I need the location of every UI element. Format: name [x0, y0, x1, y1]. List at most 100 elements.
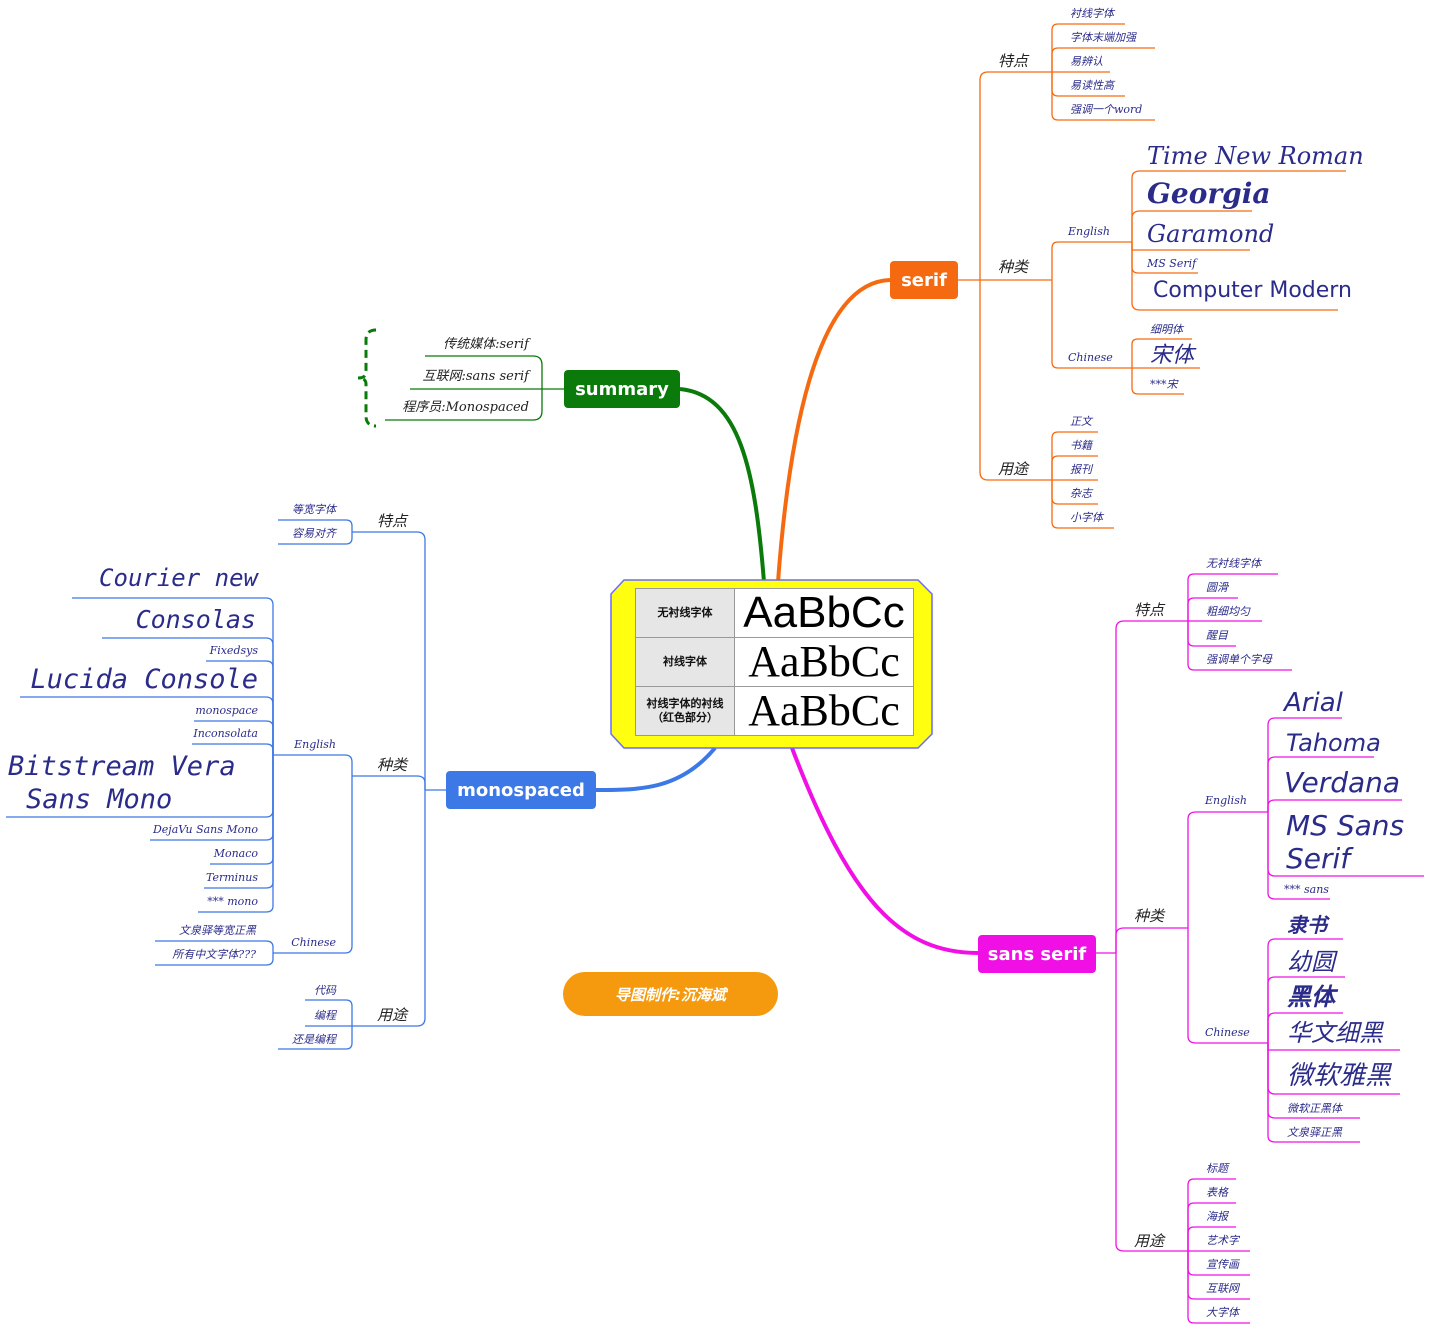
sans-english-label[interactable]: English: [1205, 794, 1247, 807]
sans-english-item[interactable]: *** sans: [1284, 883, 1329, 896]
serif-english-item[interactable]: Georgia: [1147, 177, 1271, 210]
sans-use-item[interactable]: 宣传画: [1206, 1258, 1239, 1271]
serif-english-item[interactable]: Garamond: [1147, 220, 1275, 248]
serif-chinese-item[interactable]: 细明体: [1150, 323, 1183, 336]
mono-english-item[interactable]: Inconsolata: [193, 727, 258, 740]
serif-chinese-item[interactable]: ***宋: [1150, 378, 1178, 391]
sans-feature-item[interactable]: 醒目: [1206, 629, 1228, 642]
summary-item[interactable]: 互联网:sans serif: [422, 369, 529, 384]
mono-english-item[interactable]: Lucida Console: [30, 664, 258, 695]
serif-feature-item[interactable]: 易读性高: [1070, 79, 1114, 92]
serif-node[interactable]: serif: [890, 261, 958, 299]
serif-use-item[interactable]: 杂志: [1070, 487, 1092, 500]
sans-chinese-item[interactable]: 隶书: [1287, 913, 1327, 937]
serif-chinese-label[interactable]: Chinese: [1068, 351, 1113, 364]
serif-chinese-item[interactable]: 宋体: [1150, 343, 1195, 368]
serif-features-label[interactable]: 特点: [998, 52, 1029, 70]
mono-english-label[interactable]: English: [294, 738, 336, 751]
sans-english-item[interactable]: Arial: [1284, 688, 1343, 718]
link-center-mono: [595, 746, 717, 792]
link-center-sans: [790, 747, 979, 955]
mono-use-item[interactable]: 编程: [314, 1009, 336, 1022]
sans-use-item[interactable]: 标题: [1206, 1162, 1228, 1175]
sans-feature-item[interactable]: 圆滑: [1206, 581, 1228, 594]
mono-english-item[interactable]: Courier new: [99, 564, 258, 592]
serif-feature-item[interactable]: 易辨认: [1070, 55, 1103, 68]
link-center-serif: [776, 278, 891, 583]
sans-serif-node[interactable]: sans serif: [978, 935, 1096, 973]
row-label: 无衬线字体: [635, 588, 735, 638]
sans-english-item[interactable]: Tahoma: [1286, 729, 1381, 757]
serif-use-item[interactable]: 报刊: [1070, 463, 1092, 476]
table-row: 衬线字体 AaBbCc: [635, 637, 914, 687]
mono-english-item[interactable]: Terminus: [205, 871, 258, 884]
sans-chinese-item[interactable]: 幼圆: [1287, 948, 1335, 976]
sans-english-item[interactable]: Serif: [1286, 842, 1351, 875]
mono-feature-item[interactable]: 容易对齐: [292, 527, 336, 540]
sans-chinese-item[interactable]: 黑体: [1287, 983, 1335, 1011]
mono-chinese-item[interactable]: 文泉驿等宽正黑: [179, 924, 256, 937]
sans-feature-item[interactable]: 无衬线字体: [1206, 557, 1261, 570]
mono-english-item[interactable]: *** mono: [207, 895, 258, 908]
mono-chinese-label[interactable]: Chinese: [291, 936, 336, 949]
serif-feature-item[interactable]: 字体末端加强: [1070, 31, 1136, 44]
mono-english-item[interactable]: Fixedsys: [209, 644, 258, 657]
mono-use-item[interactable]: 还是编程: [292, 1033, 336, 1046]
serif-use-item[interactable]: 小字体: [1070, 511, 1103, 524]
sans-chinese-item[interactable]: 华文细黑: [1287, 1019, 1383, 1047]
sans-use-item[interactable]: 大字体: [1206, 1306, 1239, 1319]
sans-chinese-item[interactable]: 文泉驿正黑: [1287, 1126, 1342, 1139]
mono-english-item[interactable]: Sans Mono: [26, 784, 173, 815]
table-row: 衬线字体的衬线（红色部分） AaBbCc: [635, 686, 914, 736]
sans-feature-item[interactable]: 粗细均匀: [1206, 605, 1250, 618]
sans-chinese-item[interactable]: 微软正黑体: [1287, 1102, 1342, 1115]
sans-features-label[interactable]: 特点: [1134, 601, 1165, 619]
row-label: 衬线字体: [635, 637, 735, 687]
serif-english-item[interactable]: Computer Modern: [1153, 278, 1352, 303]
sans-use-item[interactable]: 海报: [1206, 1210, 1228, 1223]
serif-detail-sample: AaBbCc: [734, 686, 914, 736]
sans-english-item[interactable]: MS Sans: [1286, 809, 1405, 842]
mono-feature-item[interactable]: 等宽字体: [292, 503, 336, 516]
sans-uses-label[interactable]: 用途: [1134, 1232, 1165, 1250]
link-center-summary: [679, 387, 766, 583]
serif-feature-item[interactable]: 衬线字体: [1070, 7, 1114, 20]
summary-item[interactable]: 程序员:Monospaced: [402, 400, 529, 415]
sans-kinds-label[interactable]: 种类: [1134, 907, 1165, 925]
mono-kinds-label[interactable]: 种类: [377, 756, 408, 774]
sans-chinese-item[interactable]: 微软雅黑: [1287, 1061, 1392, 1091]
mono-english-item[interactable]: Consolas: [135, 605, 256, 634]
sans-use-item[interactable]: 表格: [1206, 1186, 1228, 1199]
mono-chinese-item[interactable]: 所有中文字体???: [172, 948, 256, 961]
serif-feature-item[interactable]: 强调一个word: [1070, 103, 1143, 116]
summary-brace: [357, 328, 377, 428]
serif-uses-label[interactable]: 用途: [998, 460, 1029, 478]
serif-english-item[interactable]: Time New Roman: [1147, 142, 1364, 170]
summary-node[interactable]: summary: [564, 370, 680, 408]
sans-use-item[interactable]: 艺术字: [1206, 1234, 1239, 1247]
row-label: 衬线字体的衬线（红色部分）: [635, 686, 735, 736]
serif-kinds-label[interactable]: 种类: [998, 258, 1029, 276]
mono-uses-label[interactable]: 用途: [377, 1006, 408, 1024]
serif-use-item[interactable]: 书籍: [1070, 439, 1092, 452]
sans-chinese-label[interactable]: Chinese: [1205, 1026, 1250, 1039]
sans-sample: AaBbCc: [734, 588, 914, 638]
credit-badge: 导图制作:沉海斌: [563, 972, 778, 1016]
summary-item[interactable]: 传统媒体:serif: [443, 337, 529, 352]
sans-use-item[interactable]: 互联网: [1206, 1282, 1239, 1295]
serif-english-label[interactable]: English: [1068, 225, 1110, 238]
sans-english-item[interactable]: Verdana: [1284, 766, 1401, 799]
mono-english-item[interactable]: Bitstream Vera: [8, 751, 236, 782]
sans-feature-item[interactable]: 强调单个字母: [1206, 653, 1272, 666]
center-topic[interactable]: 无衬线字体 AaBbCc 衬线字体 AaBbCc 衬线字体的衬线（红色部分） A…: [611, 580, 931, 748]
serif-use-item[interactable]: 正文: [1070, 415, 1092, 428]
mono-features-label[interactable]: 特点: [377, 512, 408, 530]
mono-english-item[interactable]: monospace: [195, 704, 258, 717]
mono-english-item[interactable]: Monaco: [213, 847, 258, 860]
serif-english-item[interactable]: MS Serif: [1147, 257, 1197, 270]
monospaced-node[interactable]: monospaced: [446, 771, 596, 809]
mono-english-item[interactable]: DejaVu Sans Mono: [152, 823, 258, 836]
mono-use-item[interactable]: 代码: [314, 984, 336, 997]
table-row: 无衬线字体 AaBbCc: [635, 588, 914, 638]
